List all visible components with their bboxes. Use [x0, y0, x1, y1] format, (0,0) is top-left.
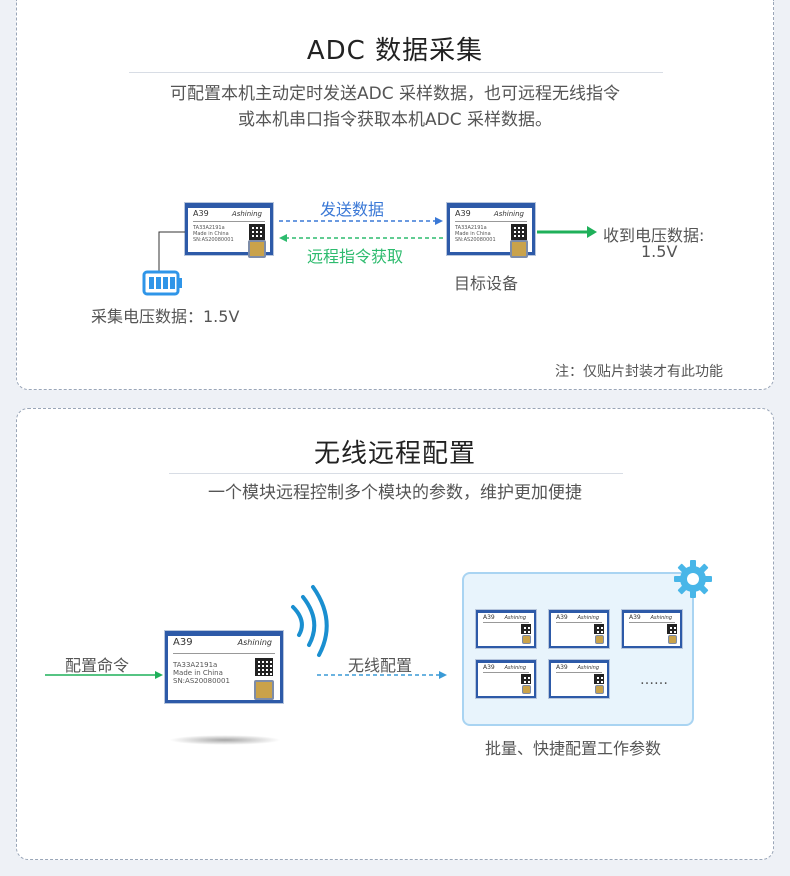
adc-title: ADC 数据采集 — [306, 36, 484, 66]
qr-code-icon — [667, 624, 677, 634]
module-text: SN:AS20080001 — [173, 677, 230, 685]
module-brand: Ashining — [577, 665, 599, 671]
target-module-small: A39 Ashining — [549, 610, 609, 648]
chip-icon — [522, 635, 531, 644]
module-shadow — [169, 735, 281, 745]
module-text: TA33A2191a — [193, 225, 225, 231]
battery-icon — [142, 270, 182, 296]
config-command-label: 配置命令 — [65, 656, 130, 675]
source-module: A39 Ashining TA33A2191a Made in China SN… — [185, 203, 273, 258]
chip-icon — [254, 680, 274, 700]
battery-wire — [158, 231, 185, 272]
collect-voltage-label: 采集电压数据：1.5V — [91, 307, 240, 326]
chip-icon — [248, 240, 266, 258]
remote-fetch-label: 远程指令获取 — [307, 247, 404, 266]
remote-title-rule — [169, 473, 623, 474]
adc-arrows — [142, 217, 597, 296]
more-modules-ellipsis: …… — [640, 672, 668, 688]
module-brand: Ashining — [504, 615, 526, 621]
module-text: Made in China — [173, 669, 223, 677]
module-brand: Ashining — [237, 638, 272, 647]
remote-arrows — [45, 585, 447, 679]
chip-icon — [668, 635, 677, 644]
target-module-small: A39 Ashining — [549, 660, 609, 698]
qr-code-icon — [594, 674, 604, 684]
qr-code-icon — [521, 674, 531, 684]
module-text: TA33A2191a — [173, 661, 218, 669]
target-module-small: A39 Ashining — [476, 610, 536, 648]
qr-code-icon — [594, 624, 604, 634]
qr-code-icon — [511, 224, 527, 240]
signal-waves-icon — [291, 585, 329, 657]
batch-config-label: 批量、快捷配置工作参数 — [485, 739, 662, 758]
arrow-right-icon — [155, 671, 163, 679]
adc-desc-line2: 或本机串口指令获取本机ADC 采样数据。 — [238, 110, 552, 130]
target-module-small: A39 Ashining — [622, 610, 682, 648]
module-text: Made in China — [455, 231, 491, 237]
module-brand: Ashining — [231, 210, 262, 218]
module-name: A39 — [173, 637, 193, 648]
module-text: TA33A2191a — [455, 225, 487, 231]
chip-icon — [510, 240, 528, 258]
received-voltage-label: 收到电压数据: — [603, 226, 705, 245]
qr-code-icon — [255, 658, 273, 676]
remote-title: 无线远程配置 — [313, 439, 476, 469]
arrow-right-icon — [439, 671, 447, 679]
module-name: A39 — [556, 664, 568, 671]
target-device-label: 目标设备 — [454, 274, 519, 293]
module-brand: Ashining — [493, 210, 524, 218]
qr-code-icon — [249, 224, 265, 240]
module-name: A39 — [629, 614, 641, 621]
arrow-left-icon — [279, 234, 287, 242]
wireless-config-label: 无线配置 — [348, 656, 413, 675]
target-module: A39 Ashining TA33A2191a Made in China SN… — [447, 203, 535, 258]
arrow-right-icon — [435, 217, 443, 225]
module-brand: Ashining — [577, 615, 599, 621]
module-text: SN:AS20080001 — [455, 237, 496, 243]
module-brand: Ashining — [650, 615, 672, 621]
adc-title-rule — [129, 72, 663, 73]
received-voltage-value: 1.5V — [641, 242, 678, 261]
module-brand: Ashining — [504, 665, 526, 671]
adc-panel: ADC 数据采集 可配置本机主动定时发送ADC 采样数据，也可远程无线指令 或本… — [16, 0, 774, 390]
chip-icon — [595, 635, 604, 644]
adc-desc-line1: 可配置本机主动定时发送ADC 采样数据，也可远程无线指令 — [170, 84, 620, 104]
chip-icon — [595, 685, 604, 694]
module-name: A39 — [483, 614, 495, 621]
batch-modules-box: A39 Ashining A39 Ashining A39 Ashining A… — [462, 572, 694, 726]
gear-icon — [674, 560, 712, 598]
send-data-label: 发送数据 — [320, 200, 385, 219]
remote-desc: 一个模块远程控制多个模块的参数，维护更加便捷 — [208, 483, 582, 503]
remote-panel: 无线远程配置 一个模块远程控制多个模块的参数，维护更加便捷 A39 Ashini… — [16, 408, 774, 860]
qr-code-icon — [521, 624, 531, 634]
adc-note: 注：仅贴片封装才有此功能 — [555, 364, 723, 380]
chip-icon — [522, 685, 531, 694]
module-name: A39 — [193, 209, 209, 218]
module-text: SN:AS20080001 — [193, 237, 234, 243]
module-text: Made in China — [193, 231, 229, 237]
module-name: A39 — [455, 209, 471, 218]
controller-module: A39 Ashining TA33A2191a Made in China SN… — [165, 631, 283, 703]
target-module-small: A39 Ashining — [476, 660, 536, 698]
module-name: A39 — [556, 614, 568, 621]
module-name: A39 — [483, 664, 495, 671]
arrow-right-icon — [587, 226, 597, 238]
